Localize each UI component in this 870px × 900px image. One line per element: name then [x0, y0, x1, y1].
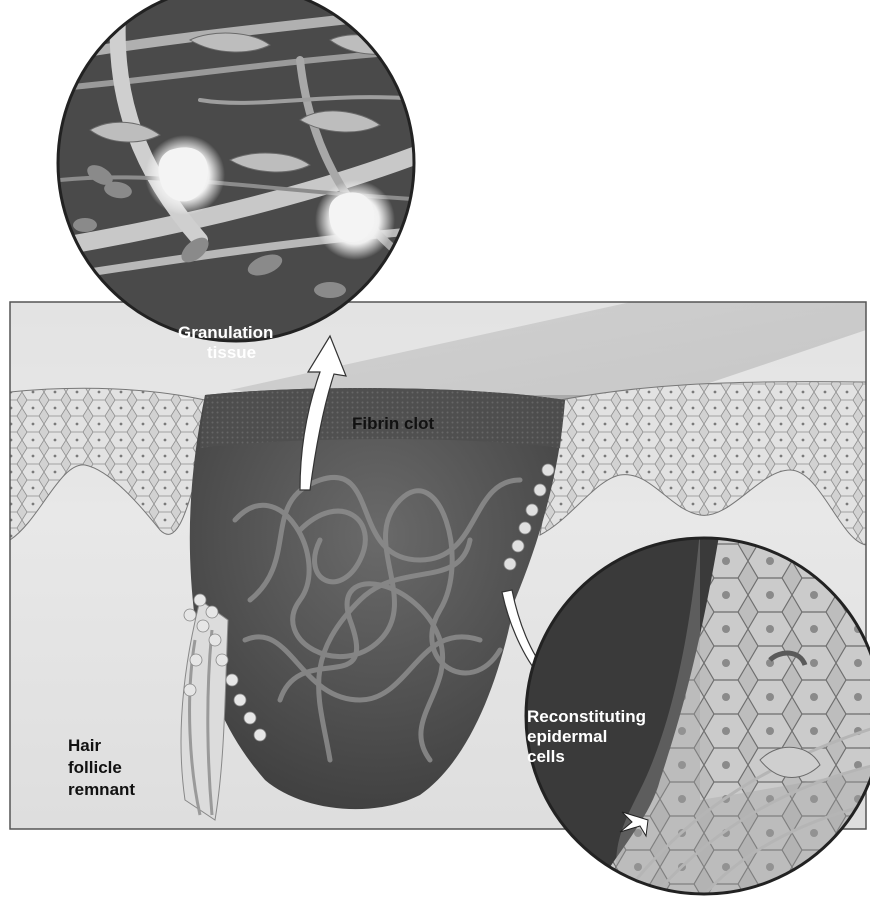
hair-follicle-label-line1: Hair: [68, 736, 101, 755]
granulation-label-line2: tissue: [207, 343, 256, 362]
reconstituting-label-line3: cells: [527, 747, 565, 766]
hair-follicle-label-line3: remnant: [68, 780, 135, 799]
reconstituting-label-line1: Reconstituting: [527, 707, 646, 726]
fibrin-clot-label: Fibrin clot: [352, 414, 435, 433]
granulation-label-line1: Granulation: [178, 323, 273, 342]
reconstituting-label-line2: epidermal: [527, 727, 607, 746]
hair-follicle-label-line2: follicle: [68, 758, 122, 777]
granulation-inset: [40, 0, 430, 350]
